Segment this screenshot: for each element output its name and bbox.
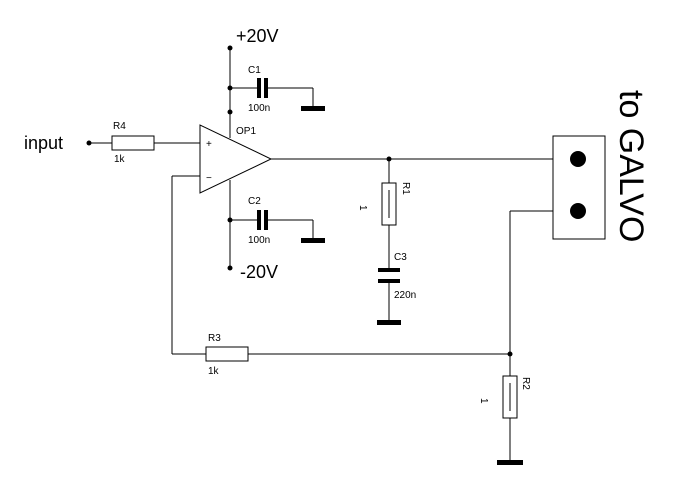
c3-name: C3 <box>394 252 407 263</box>
r2-name: R2 <box>520 377 531 390</box>
c2-value: 100n <box>248 235 270 246</box>
resistor-r3 <box>205 346 249 362</box>
r3-value: 1k <box>208 366 220 377</box>
r1-value: 1 <box>357 205 368 211</box>
r4-name: R4 <box>113 121 126 132</box>
r2-value: 1 <box>478 398 489 404</box>
ground-c3 <box>377 320 401 325</box>
vplus-node <box>227 45 233 51</box>
ground-c2 <box>301 238 325 243</box>
opamp-op1 <box>199 124 273 194</box>
to-galvo-label: to GALVO <box>612 90 650 242</box>
galvo-terminal-2 <box>570 203 586 219</box>
opamp-plus-sign: + <box>206 139 212 150</box>
ground-r2 <box>497 460 523 465</box>
r1-name: R1 <box>400 182 411 195</box>
resistor-r2 <box>502 375 518 419</box>
resistor-r1 <box>381 182 397 226</box>
resistor-r4 <box>111 135 155 151</box>
c1-name: C1 <box>248 65 261 76</box>
r3-name: R3 <box>208 333 221 344</box>
vplus-pin-junction <box>227 109 233 115</box>
opamp-minus-sign: − <box>206 173 212 184</box>
c1-value: 100n <box>248 103 270 114</box>
c3-value: 220n <box>394 290 416 301</box>
galvo-connector <box>552 135 606 240</box>
galvo-terminal-1 <box>570 151 586 167</box>
vminus-node <box>227 265 233 271</box>
c2-name: C2 <box>248 196 261 207</box>
capacitor-c1 <box>257 78 268 98</box>
r4-value: 1k <box>114 154 126 165</box>
ground-c1 <box>301 106 325 111</box>
input-label: input <box>24 133 63 153</box>
vplus-label: +20V <box>236 26 279 46</box>
capacitor-c2 <box>257 210 268 230</box>
vminus-label: -20V <box>240 262 278 282</box>
opamp-name: OP1 <box>236 126 256 137</box>
capacitor-c3 <box>378 268 400 283</box>
